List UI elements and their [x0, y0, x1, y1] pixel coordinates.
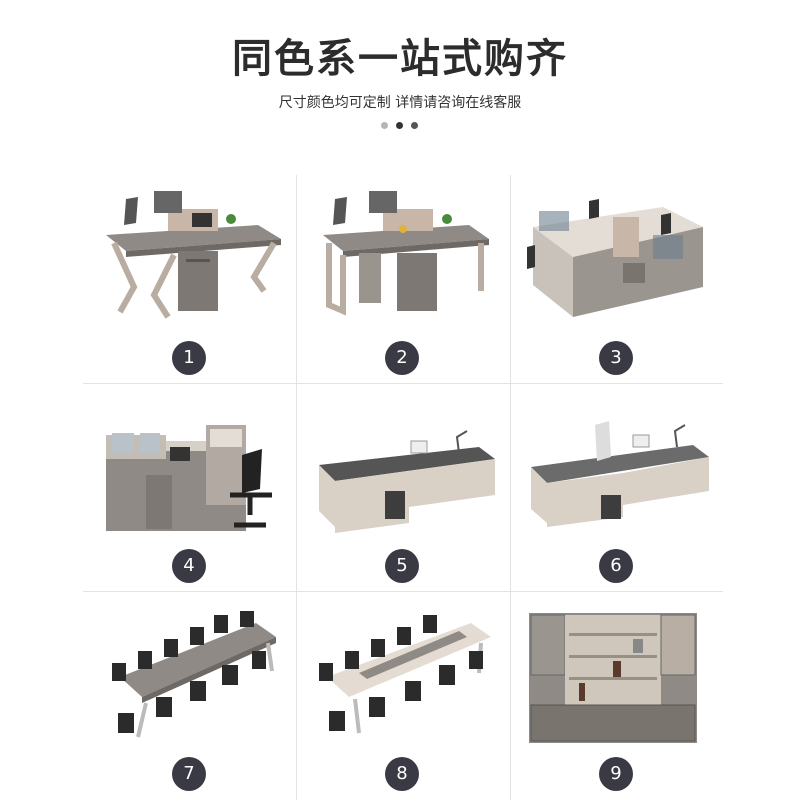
carousel-dot-3[interactable]	[411, 122, 418, 129]
executive-desk-with-chair-icon	[531, 421, 709, 527]
product-number-badge: 5	[385, 549, 419, 583]
product-number-badge: 6	[599, 549, 633, 583]
page-title: 同色系一站式购齐	[232, 36, 568, 82]
product-card-9[interactable]: 9	[510, 591, 723, 799]
product-number-badge: 3	[599, 341, 633, 375]
grid-divider	[296, 175, 297, 800]
product-card-3[interactable]: 3	[510, 175, 723, 383]
grid-divider	[83, 383, 723, 384]
product-number-badge: 1	[172, 341, 206, 375]
conference-table-grey-icon	[112, 611, 276, 738]
product-card-6[interactable]: 6	[510, 383, 723, 591]
product-number-badge: 7	[172, 757, 206, 791]
carousel-dot-1[interactable]	[381, 122, 388, 129]
product-number-badge: 4	[172, 549, 206, 583]
product-card-2[interactable]: 2	[296, 175, 509, 383]
product-card-5[interactable]: 5	[296, 383, 509, 591]
conference-table-white-icon	[319, 615, 491, 734]
product-number-badge: 9	[599, 757, 633, 791]
page-subtitle: 尺寸颜色均可定制 详情请咨询在线客服	[278, 95, 522, 111]
carousel-dot-2[interactable]	[396, 122, 403, 129]
product-card-8[interactable]: 8	[296, 591, 509, 799]
product-number-badge: 8	[385, 757, 419, 791]
two-seat-desk-square-legs-icon	[323, 191, 489, 316]
cubicle-workstation-cluster-icon	[527, 199, 703, 317]
product-card-1[interactable]: 1	[83, 175, 296, 383]
grid-divider	[510, 175, 511, 800]
grid-divider	[83, 591, 723, 592]
executive-desk-icon	[319, 430, 495, 533]
bookcase-cabinet-icon	[529, 613, 697, 743]
two-seat-desk-curved-legs-icon	[106, 191, 281, 319]
product-number-badge: 2	[385, 341, 419, 375]
carousel-dots[interactable]	[376, 122, 424, 130]
product-card-7[interactable]: 7	[83, 591, 296, 799]
product-card-4[interactable]: 4	[83, 383, 296, 591]
page-header: 同色系一站式购齐 尺寸颜色均可定制 详情请咨询在线客服	[0, 0, 800, 140]
l-shaped-desk-with-chair-icon	[106, 425, 272, 531]
product-grid: 1 2 3	[83, 175, 723, 800]
